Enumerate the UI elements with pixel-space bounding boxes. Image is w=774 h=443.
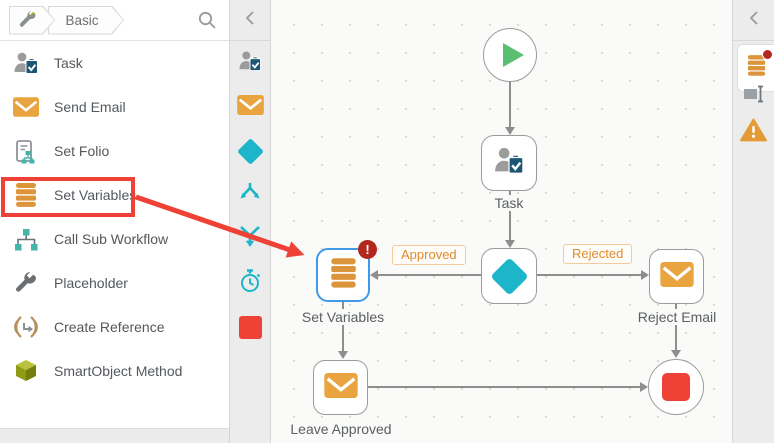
warnings-button[interactable] — [733, 118, 774, 147]
sidebar-item-smartobject-method[interactable]: SmartObject Method — [0, 349, 229, 393]
canvas-node-task[interactable] — [481, 135, 537, 191]
warning-icon — [740, 118, 767, 147]
folio-icon — [13, 138, 39, 164]
canvas-node-reject-email[interactable] — [649, 249, 704, 304]
canvas-toolbox-strip — [230, 0, 271, 443]
end-icon — [238, 315, 262, 339]
workflow-canvas[interactable]: Approved Rejected Task — [271, 0, 732, 443]
set-variables-icon — [330, 257, 357, 293]
reference-icon — [13, 314, 39, 340]
timer-icon — [238, 268, 262, 299]
sub-workflow-icon — [13, 226, 39, 252]
toolbox-list: Task Send Email — [0, 41, 229, 393]
strip-task-button[interactable] — [230, 41, 270, 85]
connector-setvariables-leaveapproved[interactable] — [342, 302, 344, 352]
sidebar-item-placeholder[interactable]: Placeholder — [0, 261, 229, 305]
strip-email-button[interactable] — [230, 85, 270, 129]
email-icon — [323, 372, 358, 403]
tools-icon — [18, 10, 38, 30]
breadcrumb-label: Basic — [65, 12, 99, 28]
arrowhead-down — [505, 240, 515, 248]
task-icon — [238, 50, 262, 77]
breadcrumb-basic[interactable]: Basic — [48, 6, 124, 35]
sidebar-scrollbar-track[interactable] — [0, 428, 229, 443]
email-icon — [236, 94, 264, 120]
arrowhead-left — [370, 270, 378, 280]
edge-label-approved[interactable]: Approved — [392, 245, 466, 265]
strip-timer-button[interactable] — [230, 261, 270, 305]
sidebar-item-label: Set Variables — [54, 187, 137, 203]
node-label-task: Task — [490, 195, 528, 211]
arrowhead-right — [641, 270, 649, 280]
strip-merge-button[interactable] — [230, 217, 270, 261]
sidebar-item-label: SmartObject Method — [54, 363, 183, 379]
canvas-node-decision[interactable] — [481, 248, 537, 304]
strip-decision-button[interactable] — [230, 129, 270, 173]
canvas-node-leave-approved[interactable] — [313, 360, 368, 415]
connector-rejectemail-end[interactable] — [675, 304, 677, 352]
canvas-node-end[interactable] — [648, 359, 704, 415]
rename-button[interactable] — [733, 84, 774, 109]
set-variables-icon — [13, 182, 39, 208]
sidebar-item-set-variables[interactable]: Set Variables — [0, 173, 229, 217]
stop-icon — [662, 373, 690, 401]
toolbox-sidebar: Basic — [0, 0, 230, 443]
strip-end-button[interactable] — [230, 305, 270, 349]
collapse-properties-button[interactable] — [733, 0, 774, 41]
connector-task-decision[interactable] — [509, 191, 511, 241]
sidebar-item-label: Call Sub Workflow — [54, 231, 169, 247]
sidebar-item-label: Create Reference — [54, 319, 165, 335]
merge-icon — [237, 225, 263, 254]
node-label-reject-email: Reject Email — [633, 309, 721, 325]
sidebar-item-label: Send Email — [54, 99, 126, 115]
strip-split-button[interactable] — [230, 173, 270, 217]
edge-label-rejected[interactable]: Rejected — [563, 244, 633, 264]
sidebar-item-send-email[interactable]: Send Email — [0, 85, 229, 129]
sidebar-item-call-sub-workflow[interactable]: Call Sub Workflow — [0, 217, 229, 261]
arrowhead-right — [640, 382, 648, 392]
error-badge[interactable]: ! — [358, 240, 377, 259]
search-icon[interactable] — [197, 10, 217, 35]
breadcrumb-root[interactable] — [9, 6, 55, 35]
chevron-left-icon — [748, 10, 760, 31]
properties-panel — [732, 0, 774, 443]
node-label-leave-approved: Leave Approved — [286, 421, 396, 437]
sidebar-item-set-folio[interactable]: Set Folio — [0, 129, 229, 173]
arrowhead-down — [505, 127, 515, 135]
rename-icon — [743, 84, 765, 109]
email-icon — [13, 94, 39, 120]
toolbox-header: Basic — [0, 0, 229, 41]
canvas-node-start[interactable] — [483, 28, 537, 82]
play-icon — [503, 43, 524, 67]
node-label-set-variables: Set Variables — [297, 309, 389, 325]
task-icon — [493, 146, 525, 180]
connector-leaveapproved-end[interactable] — [368, 386, 641, 388]
properties-tab-set-variables[interactable] — [737, 44, 774, 92]
connector-start-task[interactable] — [509, 81, 511, 130]
sidebar-item-label: Placeholder — [54, 275, 128, 291]
sidebar-item-label: Task — [54, 55, 83, 71]
collapse-toolbox-button[interactable] — [230, 0, 270, 41]
arrowhead-down — [338, 351, 348, 359]
canvas-node-set-variables[interactable]: ! — [316, 240, 377, 302]
email-icon — [659, 261, 694, 292]
sidebar-item-task[interactable]: Task — [0, 41, 229, 85]
cube-icon — [13, 358, 39, 384]
diamond-icon — [489, 256, 529, 296]
error-dot — [762, 49, 773, 60]
arrowhead-down — [671, 350, 681, 358]
set-variables-icon — [747, 55, 766, 81]
wrench-icon — [13, 270, 39, 296]
decision-icon — [236, 137, 264, 165]
connector-decision-rejectemail[interactable] — [537, 274, 641, 276]
sidebar-item-label: Set Folio — [54, 143, 110, 159]
connector-decision-setvariables[interactable] — [378, 274, 481, 276]
task-icon — [13, 50, 39, 76]
sidebar-item-create-reference[interactable]: Create Reference — [0, 305, 229, 349]
chevron-left-icon — [244, 10, 256, 31]
split-icon — [237, 181, 263, 210]
